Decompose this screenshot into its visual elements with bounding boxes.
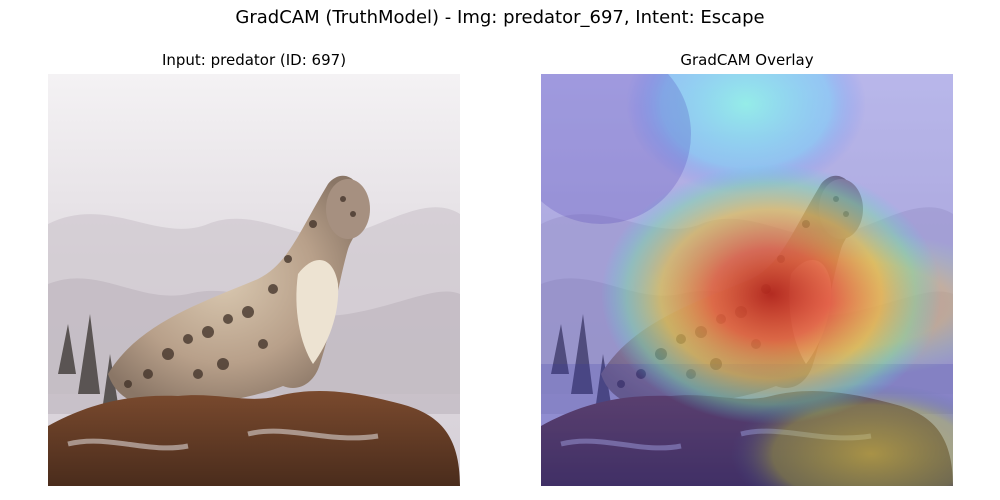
snow-leopard-photo — [48, 74, 460, 486]
input-image — [48, 74, 460, 486]
overlay-panel-title: GradCAM Overlay — [680, 51, 814, 69]
gradcam-heatmap — [541, 74, 953, 486]
gradcam-overlay-image — [541, 74, 953, 486]
input-panel-title: Input: predator (ID: 697) — [161, 51, 347, 69]
figure-title: GradCAM (TruthModel) - Img: predator_697… — [235, 7, 765, 28]
